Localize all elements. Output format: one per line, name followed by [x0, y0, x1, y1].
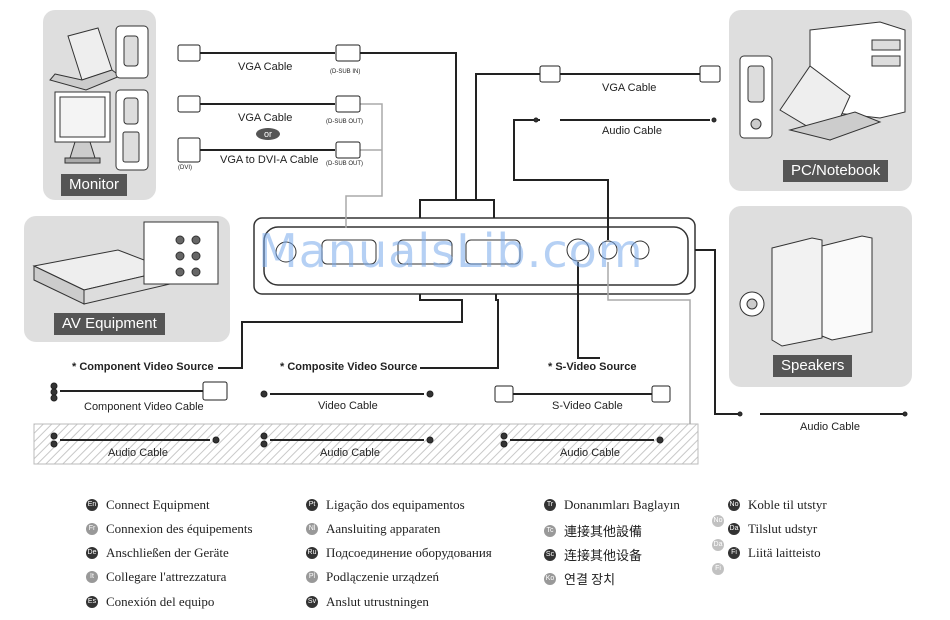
component-cable-label: Component Video Cable	[84, 401, 204, 413]
language-text: Liitä laitteisto	[748, 545, 821, 560]
language-text: Collegare l'attrezzatura	[106, 569, 227, 584]
pc-port-icon	[739, 55, 773, 139]
language-code-badge: Ru	[306, 547, 318, 559]
language-code-badge: Nl	[306, 523, 318, 535]
language-code-badge: Sv	[306, 596, 318, 608]
language-item: En Connect Equipment	[86, 497, 210, 513]
or-badge: or	[256, 128, 280, 140]
pc-vga-cable-label: VGA Cable	[602, 82, 656, 94]
vga-cable-label-2: VGA Cable	[238, 112, 292, 124]
language-code-badge: Ko	[544, 572, 556, 585]
dsub-out-label-2: (D-SUB OUT)	[326, 161, 363, 167]
audio-cable-label-2: Audio Cable	[320, 447, 380, 459]
language-text: Ligação dos equipamentos	[326, 497, 465, 512]
language-code-badge: It	[86, 571, 98, 583]
language-code-badge: Tc	[544, 524, 556, 537]
monitor-label: Monitor	[61, 174, 128, 196]
language-text: 연결 장치	[564, 572, 616, 587]
language-text: 连接其他设备	[564, 548, 643, 563]
language-text: 連接其他設備	[564, 524, 643, 539]
vga-to-dvi-label: VGA to DVI-A Cable	[220, 154, 318, 166]
light-cable-lines	[345, 103, 691, 424]
language-item: It Collegare l'attrezzatura	[86, 569, 226, 585]
language-text: Connect Equipment	[106, 497, 210, 512]
language-code-badge: Es	[86, 596, 98, 608]
monitor-icon	[54, 91, 111, 164]
language-code-badge: Pt	[306, 499, 318, 511]
language-text: Connexion des équipements	[106, 521, 253, 536]
language-item: Fi Liitä laitteisto	[728, 545, 821, 561]
language-item: Tc 連接其他設備	[544, 521, 642, 540]
audio-cable-label-1: Audio Cable	[108, 447, 168, 459]
language-text: Donanımları Baglayın	[564, 497, 680, 512]
audio-cable-zone	[33, 423, 699, 465]
language-item: Nl Aansluiting apparaten	[306, 521, 440, 537]
language-text: Anschließen der Geräte	[106, 545, 229, 560]
or-label: or	[264, 129, 272, 139]
pc-notebook-label: PC/Notebook	[783, 160, 889, 182]
language-item: Es Conexión del equipo	[86, 594, 214, 610]
language-code-badge: Fi	[728, 547, 740, 559]
component-source-label: * Component Video Source	[72, 361, 214, 373]
language-text: Anslut utrustningen	[326, 594, 429, 609]
language-item: Ko 연결 장치	[544, 569, 615, 588]
language-text: Koble til utstyr	[748, 497, 827, 512]
video-cable-label: Video Cable	[318, 400, 378, 412]
language-item: Sc 连接其他设备	[544, 545, 642, 564]
svideo-source-label: * S-Video Source	[548, 361, 636, 373]
notebook-icon	[49, 27, 122, 91]
connector-plugs	[50, 44, 908, 448]
speaker-audio-cable-label: Audio Cable	[800, 421, 860, 433]
av-player-icon	[32, 221, 219, 305]
language-item: Tr Donanımları Baglayın	[544, 497, 680, 513]
language-code-badge: En	[86, 499, 98, 511]
language-item: Fr Connexion des équipements	[86, 521, 253, 537]
language-code-badge: Tr	[544, 499, 556, 511]
language-code-badge: Sc	[544, 548, 556, 561]
language-code-badge: No	[728, 499, 740, 511]
language-item: De Anschließen der Geräte	[86, 545, 229, 561]
svideo-cable-label: S-Video Cable	[552, 400, 623, 412]
language-code-badge-faded: Da	[712, 539, 724, 551]
language-text: Подсоединение оборудования	[326, 545, 492, 560]
language-item: Ru Подсоединение оборудования	[306, 545, 492, 561]
dsub-in-label: (D-SUB IN)	[330, 69, 360, 75]
av-equipment-label: AV Equipment	[54, 313, 165, 335]
cable-lines	[60, 52, 905, 441]
language-code-badge: De	[86, 547, 98, 559]
language-text: Conexión del equipo	[106, 594, 215, 609]
audio-cable-label-3: Audio Cable	[560, 447, 620, 459]
language-text: Podlączenie urządzeń	[326, 569, 439, 584]
pc-audio-cable-label: Audio Cable	[602, 125, 662, 137]
language-code-badge-faded: No	[712, 515, 724, 527]
dsub-out-label-1: (D-SUB OUT)	[326, 119, 363, 125]
language-code-badge: Fr	[86, 523, 98, 535]
dvi-label: (DVI)	[178, 165, 192, 171]
language-item: Pl Podlączenie urządzeń	[306, 569, 439, 585]
language-code-badge-faded: Fi	[712, 563, 724, 575]
monitor-vga-port-icon	[115, 25, 149, 171]
watermark: ManualsLib.com	[258, 224, 644, 278]
projector-panel	[253, 217, 696, 295]
language-text: Tilslut udstyr	[748, 521, 818, 536]
language-item: No Koble til utstyr	[728, 497, 827, 513]
language-code-badge: Pl	[306, 571, 318, 583]
speakers-icon	[739, 235, 873, 347]
language-item: Sv Anslut utrustningen	[306, 594, 429, 610]
vga-cable-label: VGA Cable	[238, 61, 292, 73]
language-item: Da Tilslut udstyr	[728, 521, 817, 537]
language-code-badge: Da	[728, 523, 740, 535]
pc-notebook-icon	[779, 65, 882, 141]
language-text: Aansluiting apparaten	[326, 521, 441, 536]
composite-source-label: * Composite Video Source	[280, 361, 417, 373]
language-item: Pt Ligação dos equipamentos	[306, 497, 465, 513]
speakers-label: Speakers	[773, 355, 853, 377]
